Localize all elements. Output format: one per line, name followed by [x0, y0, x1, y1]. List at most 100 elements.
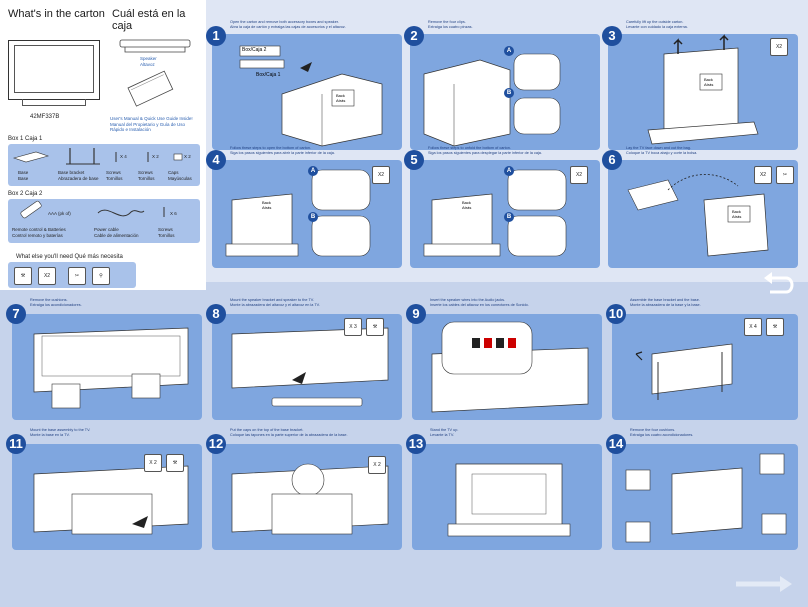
box1-item-screws: Screws Tornillos	[106, 170, 123, 181]
step-2-number: 2	[404, 26, 424, 46]
step-4-number: 4	[206, 150, 226, 170]
step-3-drawing	[647, 34, 759, 145]
step-12-panel: X 2	[212, 444, 402, 550]
step-6-number: 6	[602, 150, 622, 170]
step-5-back-label: Back Atrás	[462, 200, 472, 210]
box1-drawings	[12, 148, 183, 165]
box1-qty-1: X 4	[120, 154, 127, 159]
box2-item-screws: Screws Tornillos	[158, 227, 175, 238]
box2-qty-screws: X 6	[170, 211, 177, 216]
step-11-screws-icon: X 2	[144, 454, 162, 472]
step-2-panel: A B	[410, 34, 600, 150]
step-8-caption: Mount the speaker bracket and speaker to…	[230, 298, 320, 307]
step-5-number: 5	[404, 150, 424, 170]
step-4-helpers-icon: X2	[372, 166, 390, 184]
box1-item-screws-2: Screws Tornillos	[138, 170, 155, 181]
step-1-number: 1	[206, 26, 226, 46]
step-2-label-b: B	[504, 88, 514, 98]
step-7-drawing	[33, 327, 189, 409]
step-6-drawing	[627, 174, 769, 257]
step-14-drawing	[625, 453, 787, 543]
step-14-panel	[612, 444, 798, 550]
extra-tools: ⚒ X2 ✂ ⚲	[8, 262, 136, 288]
step-9-drawing	[431, 321, 589, 413]
step-1-caption: Open the carton and remove both accessor…	[230, 20, 346, 29]
step-3-number: 3	[602, 26, 622, 46]
step-7-panel	[12, 314, 202, 420]
speaker-label: Speaker Altavoz	[140, 56, 157, 67]
screwdriver-icon: ⚒	[366, 318, 384, 336]
step-1-drawing	[239, 45, 383, 147]
box1-qty-2: X 2	[152, 154, 159, 159]
step-6-helpers-icon: X2	[754, 166, 772, 184]
step-3-helpers-icon: X2	[770, 38, 788, 56]
step-10-drawing	[635, 343, 733, 400]
step-9-panel	[412, 314, 602, 420]
title-en: What's in the carton	[8, 8, 105, 20]
box1-contents: Base Base Base bracket Abrazadera de bas…	[8, 144, 200, 186]
model-number: 42MF337B	[30, 114, 60, 120]
box2-qty-batteries: AAA (pk of)	[48, 211, 71, 216]
box2-label: Box 2 Caja 2	[8, 191, 43, 197]
step-13-panel	[412, 444, 602, 550]
step-6-panel: X2 ✂ Back Atrás	[608, 160, 798, 268]
step-9-caption: Insert the speaker wires into the Audio …	[430, 298, 529, 307]
step-8-drawing	[231, 327, 389, 407]
step-1-box2-label: Box/Caja 2	[242, 47, 267, 53]
step-14-number: 14	[606, 434, 626, 454]
accessory-drawings	[119, 39, 191, 107]
step-1-back-label: Back Atrás	[336, 93, 346, 103]
step-3-back-label: Back Atrás	[704, 77, 714, 87]
step-9-number: 9	[406, 304, 426, 324]
step-7-caption: Remove the cushions. Extraiga los acondi…	[30, 298, 82, 307]
step-10-screws-icon: X 4	[744, 318, 762, 336]
step-7-number: 7	[6, 304, 26, 324]
step-1-panel: Box/Caja 2 Box/Caja 1 Back Atrás	[212, 34, 402, 150]
step-5-helpers-icon: X2	[570, 166, 588, 184]
screwdriver-icon: ⚒	[14, 267, 32, 285]
screwdriver-icon: ⚒	[166, 454, 184, 472]
step-3-panel: Back Atrás X2	[608, 34, 798, 150]
extra-label: What else you'll need Qué más necesita	[16, 254, 123, 260]
step-6-caption: Lay the TV face down and cut the bag. Co…	[626, 146, 698, 155]
step-4-panel: A B X2 Back Atrás	[212, 160, 402, 268]
step-14-caption: Remove the four cushions. Extraiga los c…	[630, 428, 694, 437]
step-11-drawing	[33, 465, 189, 535]
step-4-label-b: B	[308, 212, 318, 222]
tv-illustration	[8, 40, 100, 100]
scissors-icon: ✂	[68, 267, 86, 285]
step-13-drawing	[447, 463, 571, 537]
battery-icon: X2	[38, 267, 56, 285]
pliers-icon: ⚲	[92, 267, 110, 285]
box2-item-power-cable: Power cable Cable de alimentación	[94, 227, 139, 238]
step-4-label-a: A	[308, 166, 318, 176]
step-5-drawing	[423, 169, 567, 257]
step-10-caption: Assemble the base bracket and the base. …	[630, 298, 701, 307]
step-13-number: 13	[406, 434, 426, 454]
step-3-caption: Carefully lift up the outside carton. Le…	[626, 20, 688, 29]
box1-item-base: Base Base	[18, 170, 29, 181]
step-2-caption: Remove the four clips. Extraiga los cuat…	[428, 20, 473, 29]
step-10-panel: X 4 ⚒	[612, 314, 798, 420]
step-5-panel: A B X2 Back Atrás	[410, 160, 600, 268]
step-11-panel: X 2 ⚒	[12, 444, 202, 550]
step-10-number: 10	[606, 304, 626, 324]
step-5-label-a: A	[504, 166, 514, 176]
box2-item-remote: Remote control & Batteries Control remot…	[12, 227, 66, 238]
carton-contents-panel: What's in the carton Cuál está en la caj…	[0, 0, 206, 290]
box1-item-caps: Caps Mayúsculas	[168, 170, 192, 181]
step-2-label-a: A	[504, 46, 514, 56]
step-5-caption: Follow these steps to unfold the bottom …	[428, 146, 542, 155]
step-4-drawing	[225, 169, 371, 257]
step-4-back-label: Back Atrás	[262, 200, 272, 210]
step-12-drawing	[231, 463, 389, 535]
box1-item-bracket: Base bracket Abrazadera de base	[58, 170, 99, 181]
step-4-caption: Follow these steps to open the bottom of…	[230, 146, 335, 155]
step-8-screws-icon: X 3	[344, 318, 362, 336]
step-11-caption: Mount the base assembly to the TV. Monte…	[30, 428, 91, 437]
step-11-number: 11	[6, 434, 26, 454]
step-8-panel: X 3 ⚒	[212, 314, 402, 420]
step-5-label-b: B	[504, 212, 514, 222]
box2-contents: AAA (pk of) Remote control & Batteries C…	[8, 199, 200, 243]
box1-label: Box 1 Caja 1	[8, 136, 43, 142]
